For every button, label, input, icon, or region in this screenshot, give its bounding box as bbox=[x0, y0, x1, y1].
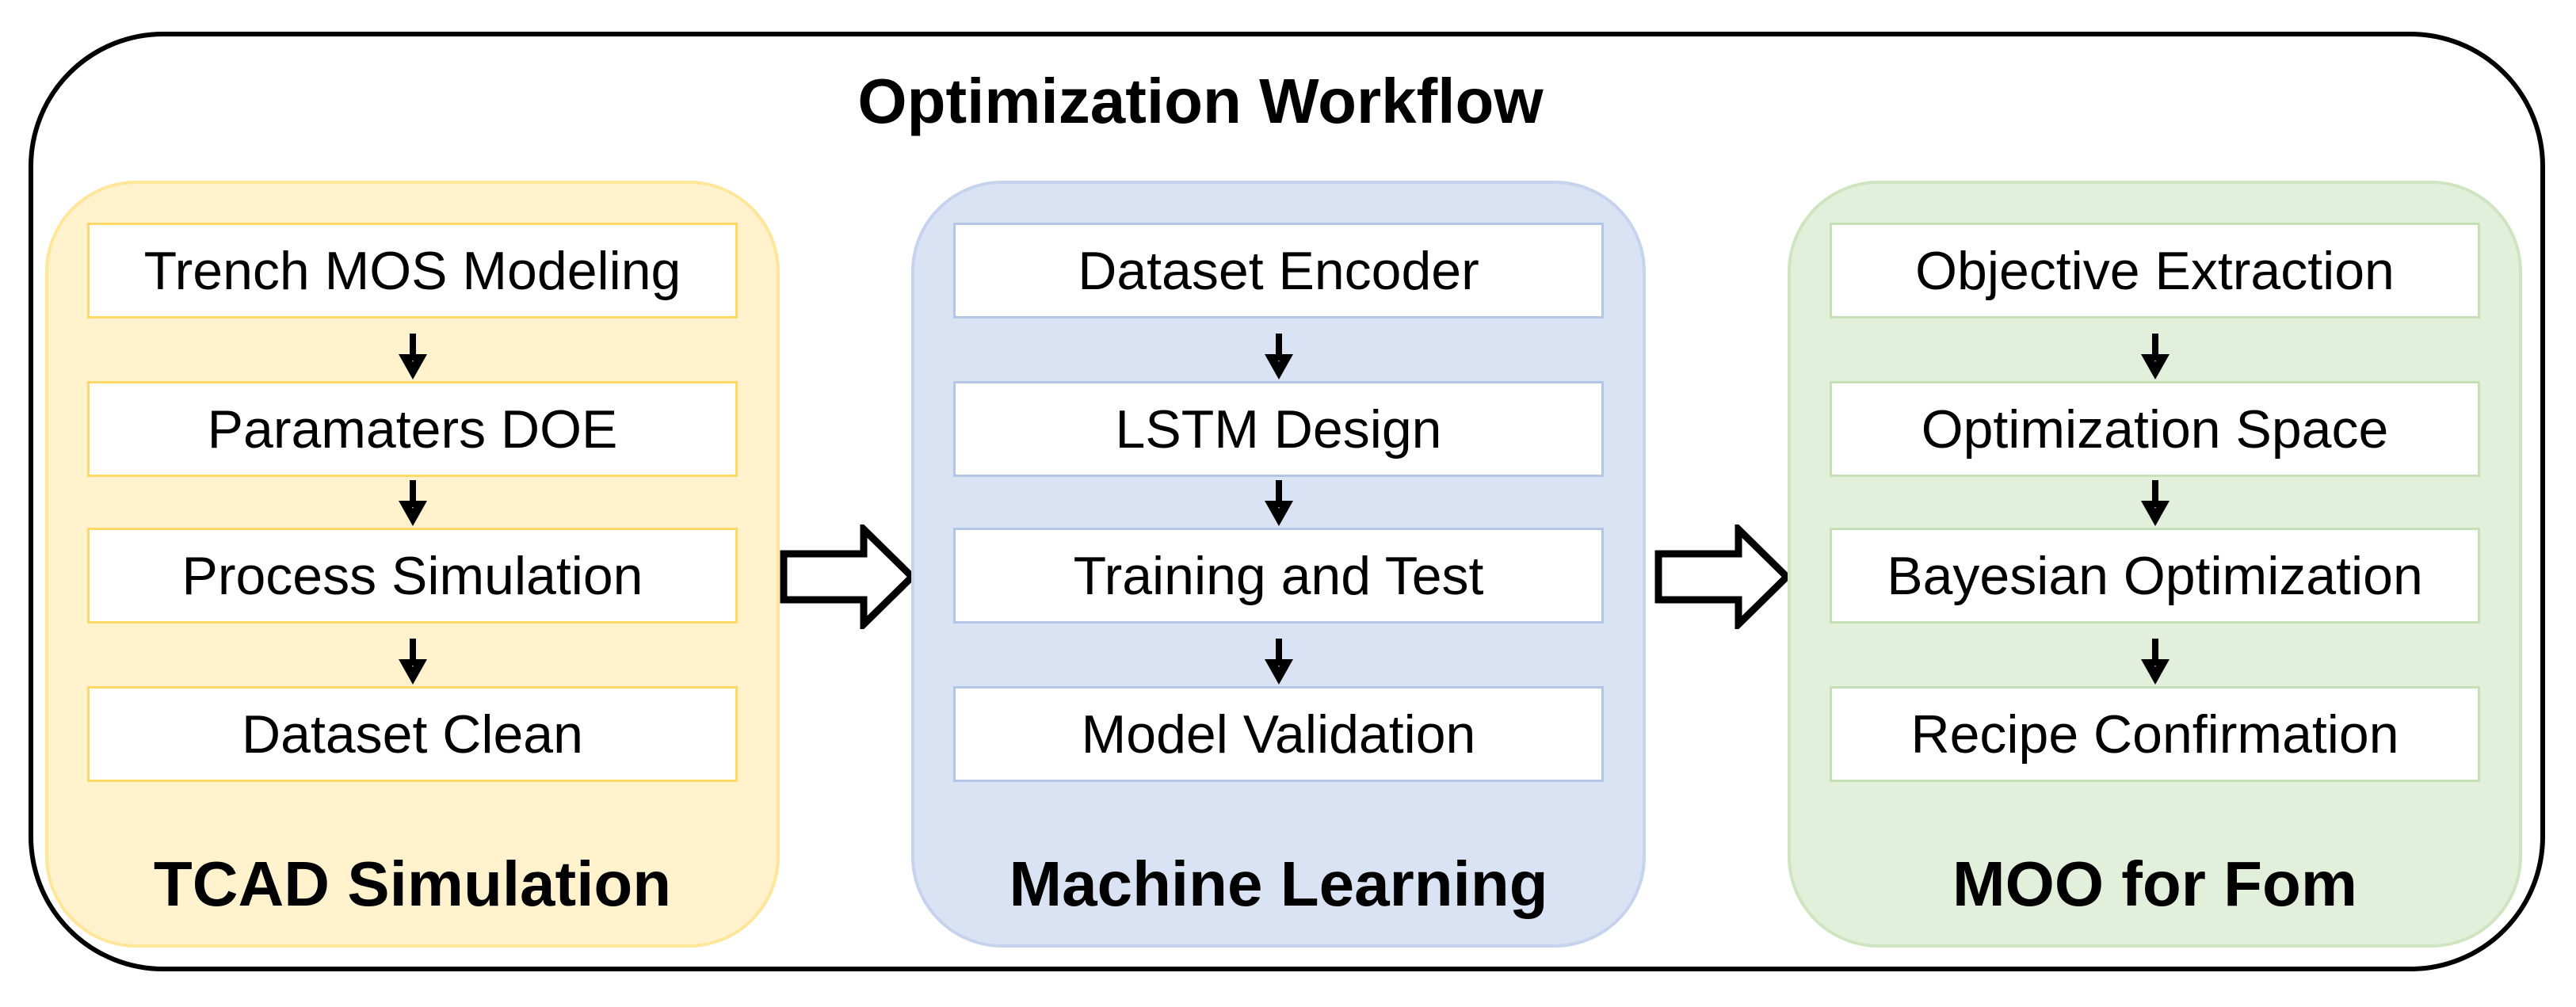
panel-caption: Machine Learning bbox=[1009, 849, 1548, 919]
step-box: Training and Test bbox=[953, 528, 1604, 624]
step-label: Model Validation bbox=[1081, 704, 1476, 765]
step-label: Process Simulation bbox=[181, 545, 643, 606]
step-label: Dataset Encoder bbox=[1078, 240, 1479, 301]
step-box: LSTM Design bbox=[953, 381, 1604, 477]
flow-arrow-right-icon bbox=[1654, 524, 1792, 629]
step-box: Model Validation bbox=[953, 686, 1604, 782]
arrow-down-icon bbox=[398, 639, 427, 685]
step-box: Objective Extraction bbox=[1830, 223, 2480, 319]
step-box: Trench MOS Modeling bbox=[87, 223, 738, 319]
flow-arrow-right-icon bbox=[780, 524, 917, 629]
step-box: Process Simulation bbox=[87, 528, 738, 624]
step-box: Dataset Encoder bbox=[953, 223, 1604, 319]
step-box: Optimization Space bbox=[1830, 381, 2480, 477]
step-box: Paramaters DOE bbox=[87, 381, 738, 477]
arrow-down-icon bbox=[398, 334, 427, 380]
arrow-down-icon bbox=[2140, 480, 2170, 526]
arrow-down-icon bbox=[1264, 334, 1293, 380]
arrow-down-icon bbox=[398, 480, 427, 526]
panel-moo-for-fom: Objective Extraction Optimization Space … bbox=[1788, 181, 2522, 948]
step-label: Bayesian Optimization bbox=[1887, 545, 2423, 606]
page-title: Optimization Workflow bbox=[857, 66, 1544, 136]
panel-caption: MOO for Fom bbox=[1952, 849, 2358, 919]
panel-tcad-simulation: Trench MOS Modeling Paramaters DOE Proce… bbox=[45, 181, 780, 948]
arrow-down-icon bbox=[1264, 480, 1293, 526]
step-label: Optimization Space bbox=[1921, 399, 2389, 460]
step-label: Dataset Clean bbox=[242, 704, 583, 765]
step-box: Bayesian Optimization bbox=[1830, 528, 2480, 624]
step-label: Trench MOS Modeling bbox=[143, 240, 681, 301]
step-box: Dataset Clean bbox=[87, 686, 738, 782]
step-label: Paramaters DOE bbox=[207, 399, 618, 460]
step-label: LSTM Design bbox=[1115, 399, 1442, 460]
arrow-down-icon bbox=[1264, 639, 1293, 685]
arrow-down-icon bbox=[2140, 334, 2170, 380]
step-label: Training and Test bbox=[1073, 545, 1484, 606]
arrow-down-icon bbox=[2140, 639, 2170, 685]
step-box: Recipe Confirmation bbox=[1830, 686, 2480, 782]
step-label: Recipe Confirmation bbox=[1910, 704, 2399, 765]
step-label: Objective Extraction bbox=[1915, 240, 2395, 301]
panel-caption: TCAD Simulation bbox=[153, 849, 672, 919]
panel-machine-learning: Dataset Encoder LSTM Design Training and… bbox=[911, 181, 1646, 948]
